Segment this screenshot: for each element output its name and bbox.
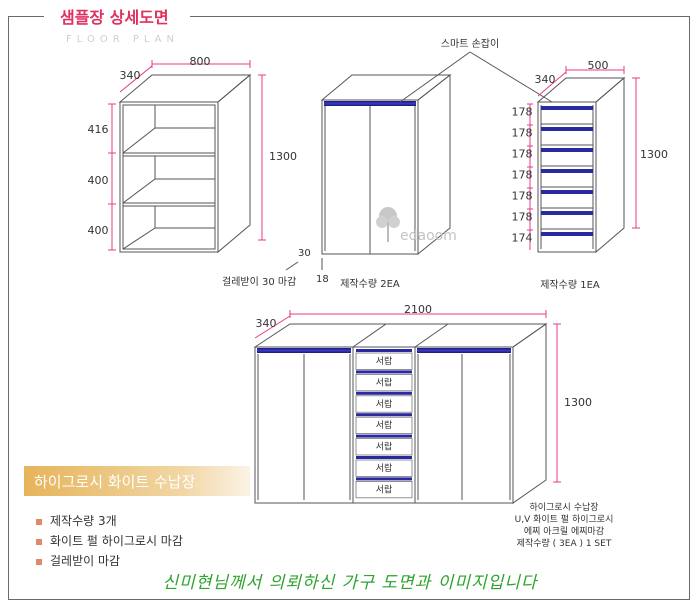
assembly-dimensions [254,310,561,483]
bullet-item: 걸레받이 마감 [36,552,120,569]
unit-c-drawer-dim: 178 [512,211,533,224]
unit-a-dimensions [108,60,266,251]
assembly-drawer-handle [356,391,412,395]
title-tab [44,6,190,32]
unit-c-width-label: 500 [588,59,609,72]
product-banner: 하이그로시 화이트 수납장 [24,466,250,496]
assembly-drawer-handle [356,456,412,459]
unit-c-drawer-handle [541,148,593,152]
unit-c-drawer-dim: 178 [512,148,533,161]
page-title: 샘플장 상세도면 [60,8,169,27]
tree-icon: edaoom [376,207,457,244]
unit-c-drawer-tower [536,76,626,254]
base-note-value: 30 [298,248,311,259]
assembly-drawer-label: 서랍 [376,463,393,474]
unit-b-quantity: 제작수량 2EA [340,278,400,290]
assembly-drawer-label: 서랍 [376,377,393,388]
unit-c-dimensions [529,66,640,250]
assembly-drawer-front [355,395,413,413]
unit-c-drawer-dim: 178 [512,106,533,119]
bullet-text: 화이트 펄 하이그로시 마감 [50,534,183,548]
unit-a-height-label: 1300 [269,150,297,163]
assembly-width-label: 2100 [404,303,432,316]
base-note-label: 걸레받이 30 마감 [222,275,296,288]
assembly-handle-left [257,348,351,353]
bullet-square-icon [36,538,42,545]
page-subtitle: FLOOR PLAN [66,34,179,45]
watermark-logo: edaoom [374,200,468,252]
unit-c-drawer-handle [541,106,593,110]
assembly-handle-right [417,348,511,353]
unit-c-drawer-dim: 178 [512,127,533,140]
unit-c-quantity: 제작수량 1EA [540,279,600,291]
unit-c-drawer-handle [541,190,593,194]
assembly-drawer-label: 서랍 [376,356,393,367]
unit-a-depth-label: 340 [120,69,141,82]
assembly-drawer-front [355,373,413,392]
assembly-drawer-label: 서랍 [376,484,393,495]
handle-leader-lines [399,51,553,103]
banner-text: 하이그로시 화이트 수납장 [34,473,196,491]
unit-c-drawer-handle [541,211,593,215]
assembly-drawer-handle [356,349,412,352]
assembly-drawer-front [355,352,413,370]
assembly-drawer-label: 서랍 [376,420,393,431]
spec-line: U,V 화이트 펄 하이그로시 [514,515,614,525]
assembly-drawer-handle [356,413,412,417]
watermark-text: edaoom [400,228,457,244]
spec-line: 에찌 아크릴 에찌마감 [523,527,605,537]
unit-c-drawer-handle [541,169,593,173]
unit-a-width-label: 800 [190,55,211,68]
assembly-drawer-front [355,416,413,435]
unit-b-smart-handle [324,101,416,106]
base-note-value-2: 18 [316,274,329,285]
assembly-depth-label: 340 [256,317,277,330]
unit-c-drawer-handle [541,127,593,131]
unit-c-drawer-dim: 178 [512,190,533,203]
bullet-text: 걸레받이 마감 [50,554,121,568]
smart-handle-label: 스마트 손잡이 [441,38,499,50]
unit-c-drawer-dim: 178 [512,169,533,182]
unit-c-drawer-dims: 178 178 178 178 178 178 174 [512,103,533,245]
unit-c-drawer-dim: 174 [512,232,533,245]
unit-c-drawer-handle [541,232,593,236]
base-note-marks [285,258,323,271]
assembly-drawer-handle [356,434,412,438]
unit-a-shelf-dim-3: 400 [88,224,109,237]
footer-note: 신미현님께서 의뢰하신 가구 도면과 이미지입니다 [162,573,538,593]
unit-b-cabinet [320,73,452,256]
spec-line: 제작수량 ( 3EA ) 1 SET [516,539,612,549]
unit-a-shelf-dim-2: 400 [88,174,109,187]
assembly-height-label: 1300 [564,396,592,409]
assembly-drawer-front [355,459,413,477]
unit-a-shelf-dim-1: 416 [88,123,109,136]
assembly-drawer-label: 서랍 [376,399,393,410]
unit-c-height-label: 1300 [640,148,668,161]
spec-block: 하이그로시 수납장 U,V 화이트 펄 하이그로시 에찌 아크릴 에찌마감 제작… [498,502,630,550]
bullet-item: 제작수량 3개 [36,512,117,529]
bullet-square-icon [36,558,42,565]
unit-c-depth-label: 340 [535,73,556,86]
unit-a-shelf [118,73,252,254]
assembly-drawer-front [355,480,413,499]
drawing-frame [8,16,690,600]
assembly-drawer-front [355,438,413,456]
assembly-cabinet [253,323,548,504]
assembly-drawer-handle [356,477,412,481]
bullet-text: 제작수량 3개 [50,514,117,528]
assembly-drawer-label: 서랍 [376,442,393,453]
bullet-square-icon [36,518,42,525]
assembly-drawer-handle [356,370,412,374]
spec-line: 하이그로시 수납장 [529,503,599,513]
unit-c-drawers [541,106,593,236]
bullet-item: 화이트 펄 하이그로시 마감 [36,532,183,549]
